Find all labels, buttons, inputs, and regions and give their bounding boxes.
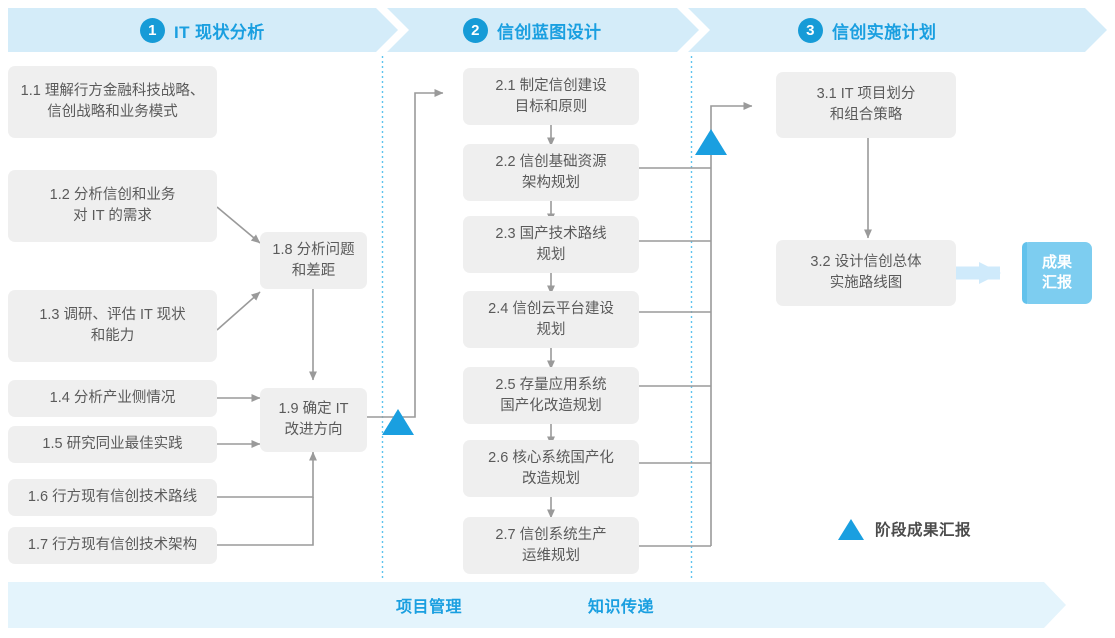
- process-box-1-3[interactable]: 1.3 调研、评估 IT 现状 和能力: [8, 290, 217, 362]
- process-box-1-5[interactable]: 1.5 研究同业最佳实践: [8, 426, 217, 463]
- process-box-2-4[interactable]: 2.4 信创云平台建设 规划: [463, 291, 639, 348]
- process-box-1-1[interactable]: 1.1 理解行方金融科技战略、 信创战略和业务模式: [8, 66, 217, 138]
- phase-number-badge-3: 3: [798, 17, 823, 43]
- process-box-1-6[interactable]: 1.6 行方现有信创技术路线: [8, 479, 217, 516]
- phase-banner-3: [688, 8, 1107, 52]
- process-box-2-2[interactable]: 2.2 信创基础资源 架构规划: [463, 144, 639, 201]
- process-box-2-1[interactable]: 2.1 制定信创建设 目标和原则: [463, 68, 639, 125]
- process-box-1-7[interactable]: 1.7 行方现有信创技术架构: [8, 527, 217, 564]
- process-box-2-3[interactable]: 2.3 国产技术路线 规划: [463, 216, 639, 273]
- footer-label-knowledge-transfer: 知识传递: [588, 599, 655, 616]
- milestone-triangle-phase2: [695, 129, 727, 155]
- process-box-2-7[interactable]: 2.7 信创系统生产 运维规划: [463, 517, 639, 574]
- phase-number-badge-2: 2: [463, 17, 488, 43]
- footer-label-project-management: 项目管理: [396, 599, 463, 616]
- process-box-1-2[interactable]: 1.2 分析信创和业务 对 IT 的需求: [8, 170, 217, 242]
- milestone-triangle-icon: [838, 518, 864, 540]
- footer-band: [8, 582, 1066, 628]
- phase-label-2: 2 信创蓝图设计: [463, 8, 601, 52]
- phase-title-3: 信创实施计划: [832, 22, 937, 42]
- phase-banner-2: [387, 8, 699, 52]
- process-box-1-8[interactable]: 1.8 分析问题 和差距: [260, 232, 367, 289]
- process-box-3-2[interactable]: 3.2 设计信创总体 实施路线图: [776, 240, 956, 306]
- milestone-triangle-phase1: [382, 409, 414, 435]
- process-box-2-6[interactable]: 2.6 核心系统国产化 改造规划: [463, 440, 639, 497]
- legend: 阶段成果汇报: [838, 518, 971, 540]
- process-box-1-9[interactable]: 1.9 确定 IT 改进方向: [260, 388, 367, 452]
- process-box-3-1[interactable]: 3.1 IT 项目划分 和组合策略: [776, 72, 956, 138]
- phase-label-3: 3 信创实施计划: [798, 8, 936, 52]
- phase-number-badge-1: 1: [140, 17, 165, 43]
- legend-label: 阶段成果汇报: [875, 522, 972, 539]
- phase-banner-1: [8, 8, 398, 52]
- process-box-2-5[interactable]: 2.5 存量应用系统 国产化改造规划: [463, 367, 639, 424]
- phase-title-1: IT 现状分析: [174, 22, 265, 42]
- result-report-chip[interactable]: 成果 汇报: [1022, 242, 1092, 304]
- phase-header-band: 1 IT 现状分析 2 信创蓝图设计 3 信创实施计划: [8, 8, 1107, 52]
- phase-label-1: 1 IT 现状分析: [140, 8, 265, 52]
- process-box-1-4[interactable]: 1.4 分析产业侧情况: [8, 380, 217, 417]
- phase-title-2: 信创蓝图设计: [497, 22, 602, 42]
